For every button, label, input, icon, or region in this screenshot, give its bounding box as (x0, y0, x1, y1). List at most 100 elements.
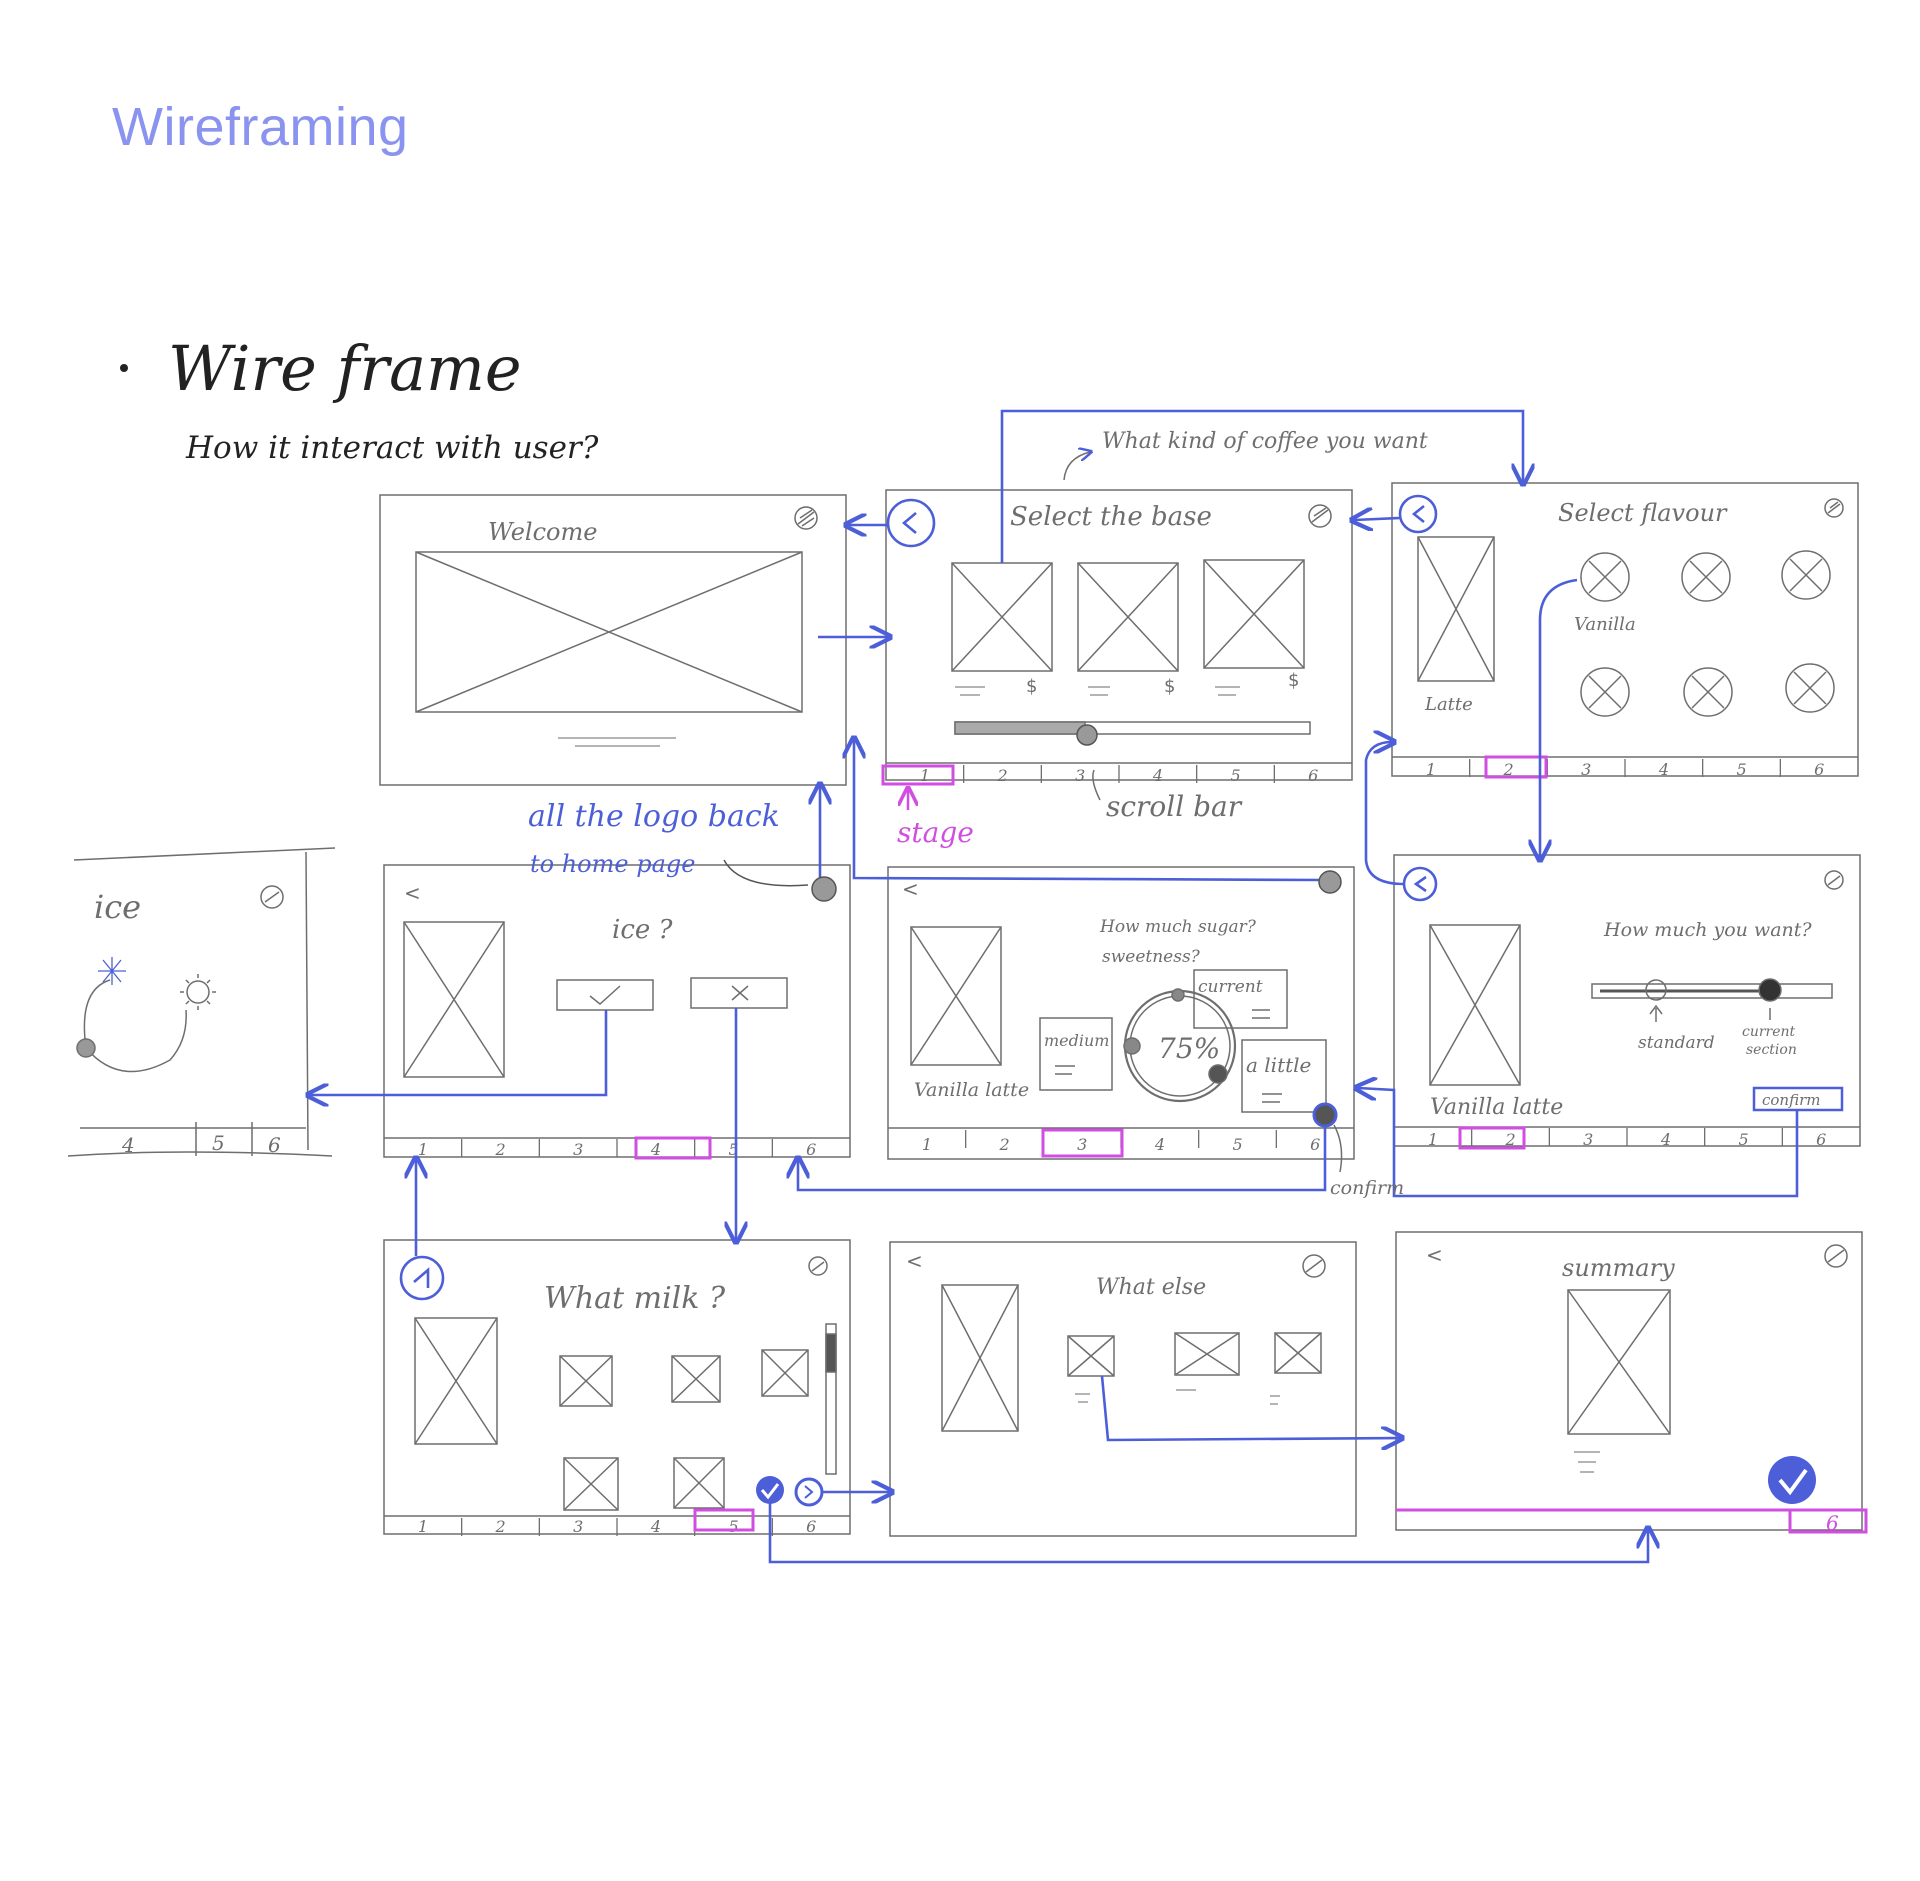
base-title: Select the base (1010, 502, 1212, 532)
hero-image-placeholder (415, 551, 803, 713)
flavour-option[interactable] (1580, 667, 1630, 717)
snowflake-icon (98, 957, 126, 985)
screen-ice-detail: ice 4 5 6 (67, 847, 336, 1157)
stage-label: 4 (1660, 1130, 1671, 1149)
coffee-note: What kind of coffee you want (1102, 429, 1428, 454)
product-image-placeholder (414, 1317, 498, 1445)
milk-option[interactable] (563, 1457, 619, 1511)
ice-yes-button[interactable] (556, 979, 654, 1011)
medium-label: medium (1044, 1031, 1109, 1050)
amount-title: How much you want? (1603, 919, 1812, 941)
current-stage-marker (1788, 1508, 1868, 1534)
milk-option[interactable] (761, 1349, 809, 1397)
base-option-2 (1077, 562, 1179, 672)
base-option-3 (1203, 559, 1305, 669)
back-icon (1398, 494, 1438, 534)
stage-label: 1 (922, 1135, 932, 1154)
settings-icon (1824, 1244, 1848, 1268)
settings-icon (1308, 504, 1332, 528)
milk-option[interactable] (673, 1457, 725, 1509)
back-button: < (1426, 1243, 1443, 1267)
milk-options (559, 1349, 809, 1511)
flavour-option[interactable] (1580, 552, 1630, 602)
product-image-placeholder (403, 921, 505, 1078)
current-stage-marker (881, 764, 955, 786)
stage-note: stage (897, 816, 974, 849)
extra-option-1 (1067, 1335, 1115, 1377)
current-section-label: section (1746, 1042, 1797, 1058)
milk-option[interactable] (559, 1355, 613, 1407)
screen-welcome: Welcome (379, 494, 847, 786)
price-label: $ (1026, 676, 1037, 697)
confirm-dial-icon (1312, 1102, 1338, 1128)
stage-label: 4 (650, 1517, 661, 1536)
settings-icon (1824, 498, 1844, 518)
stage-label: 1 (920, 766, 930, 785)
current-label-box (1193, 969, 1288, 1029)
stage-label: 3 (573, 1140, 583, 1159)
confirm-check-icon[interactable] (756, 1476, 784, 1504)
stage-label: 4 (1658, 760, 1669, 779)
stage-label: 6 (268, 1133, 281, 1157)
stage-label: 6 (1826, 1511, 1839, 1535)
product-image-placeholder (1567, 1289, 1671, 1435)
vertical-scroll-bar[interactable] (825, 1323, 837, 1475)
scroll-bar[interactable] (954, 721, 1311, 746)
flavour-option[interactable] (1681, 552, 1731, 602)
stage-label: 5 (1233, 1135, 1243, 1154)
medium-label-box (1039, 1017, 1113, 1091)
next-icon[interactable] (794, 1477, 824, 1507)
stage-label: 2 (495, 1517, 506, 1536)
back-icon (1402, 866, 1438, 902)
current-label: current (1198, 977, 1263, 997)
annotations: What kind of coffee you want stage scrol… (528, 429, 1428, 1199)
logo-icon (1318, 870, 1342, 894)
settings-icon (1302, 1254, 1326, 1278)
screen-amount: How much you want? Vanilla latte standar… (1393, 854, 1861, 1150)
stage-label: 6 (806, 1140, 816, 1159)
stage-label: 3 (1583, 1130, 1593, 1149)
stage-label: 1 (1428, 1130, 1438, 1149)
sweetness-dial[interactable] (1123, 988, 1237, 1103)
sugar-question: How much sugar? (1099, 917, 1257, 937)
stage-label: 2 (495, 1140, 506, 1159)
stage-label: 2 (1505, 1130, 1516, 1149)
stage-label: 6 (1310, 1135, 1320, 1154)
screen-summary: < summary 6 (1395, 1231, 1868, 1535)
back-icon (399, 1255, 445, 1301)
screen-sugar: < How much sugar? sweetness? Vanilla lat… (887, 866, 1355, 1160)
price-label: $ (1164, 676, 1175, 697)
heading: Wire frame How it interact with user? (120, 332, 599, 466)
back-icon (901, 512, 917, 534)
product-image-placeholder (1429, 924, 1521, 1086)
ice-title: ice ? (612, 915, 674, 945)
stage-label: 6 (806, 1517, 816, 1536)
flow-arrows (310, 409, 1799, 1564)
amount-slider[interactable] (1591, 978, 1833, 1022)
product-image-placeholder (941, 1284, 1019, 1432)
milk-option[interactable] (671, 1355, 721, 1403)
ice-detail-title: ice (94, 888, 141, 926)
stage-label: 1 (418, 1140, 428, 1159)
extra-option-3 (1274, 1332, 1322, 1374)
stage-label: 1 (418, 1517, 428, 1536)
stage-label: 4 (650, 1140, 661, 1159)
sun-icon (180, 974, 216, 1010)
flavour-option[interactable] (1785, 663, 1835, 713)
confirm-check-icon[interactable] (1768, 1456, 1816, 1504)
summary-title: summary (1562, 1254, 1675, 1282)
stage-label: 3 (1075, 766, 1085, 785)
stage-label: 1 (1426, 760, 1436, 779)
base-option-1 (951, 562, 1053, 672)
flavour-option[interactable] (1683, 667, 1733, 717)
current-stage-marker (693, 1508, 755, 1532)
ice-no-button[interactable] (690, 977, 788, 1009)
stage-label: 5 (212, 1131, 225, 1155)
flavour-option[interactable] (1781, 550, 1831, 600)
